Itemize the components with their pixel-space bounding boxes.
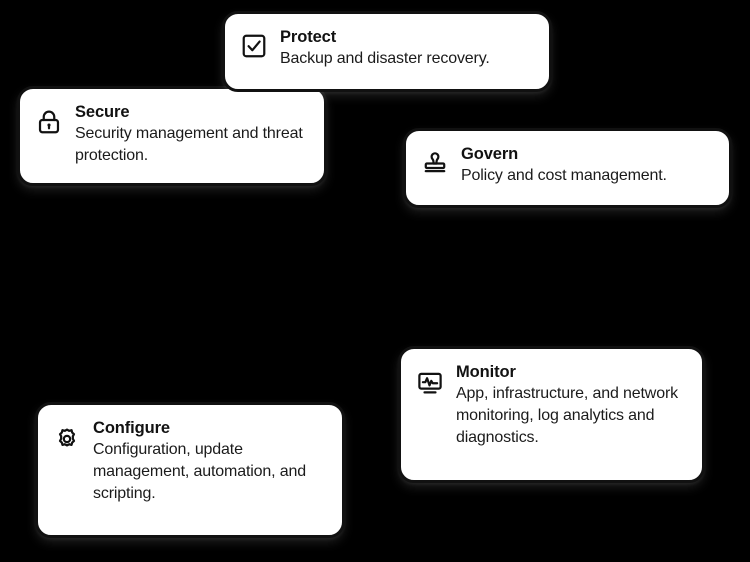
card-secure[interactable]: Secure Security management and threat pr… bbox=[17, 86, 327, 186]
card-protect-title: Protect bbox=[280, 28, 337, 46]
card-configure-description: Configuration, update management, automa… bbox=[93, 440, 306, 503]
lock-icon bbox=[34, 107, 64, 137]
card-protect-body: Protect Backup and disaster recovery. bbox=[280, 28, 533, 70]
card-protect[interactable]: Protect Backup and disaster recovery. bbox=[222, 11, 552, 92]
checkbox-check-icon bbox=[239, 31, 269, 61]
stamp-icon bbox=[420, 148, 450, 178]
card-configure[interactable]: Configure Configuration, update manageme… bbox=[35, 402, 345, 538]
card-govern-title: Govern bbox=[461, 145, 519, 163]
card-monitor-description: App, infrastructure, and network monitor… bbox=[456, 384, 678, 447]
card-configure-title: Configure bbox=[93, 419, 171, 437]
card-secure-body: Secure Security management and threat pr… bbox=[75, 103, 308, 167]
card-secure-description: Security management and threat protectio… bbox=[75, 124, 303, 165]
card-govern-description: Policy and cost management. bbox=[461, 166, 667, 184]
card-govern[interactable]: Govern Policy and cost management. bbox=[403, 128, 732, 208]
card-configure-body: Configure Configuration, update manageme… bbox=[93, 419, 326, 505]
monitor-pulse-icon bbox=[415, 368, 445, 398]
gear-icon bbox=[52, 424, 82, 454]
card-monitor-title: Monitor bbox=[456, 363, 516, 381]
card-secure-title: Secure bbox=[75, 103, 130, 121]
card-govern-body: Govern Policy and cost management. bbox=[461, 145, 713, 187]
card-monitor[interactable]: Monitor App, infrastructure, and network… bbox=[398, 346, 705, 483]
card-monitor-body: Monitor App, infrastructure, and network… bbox=[456, 363, 686, 449]
card-protect-description: Backup and disaster recovery. bbox=[280, 49, 490, 67]
